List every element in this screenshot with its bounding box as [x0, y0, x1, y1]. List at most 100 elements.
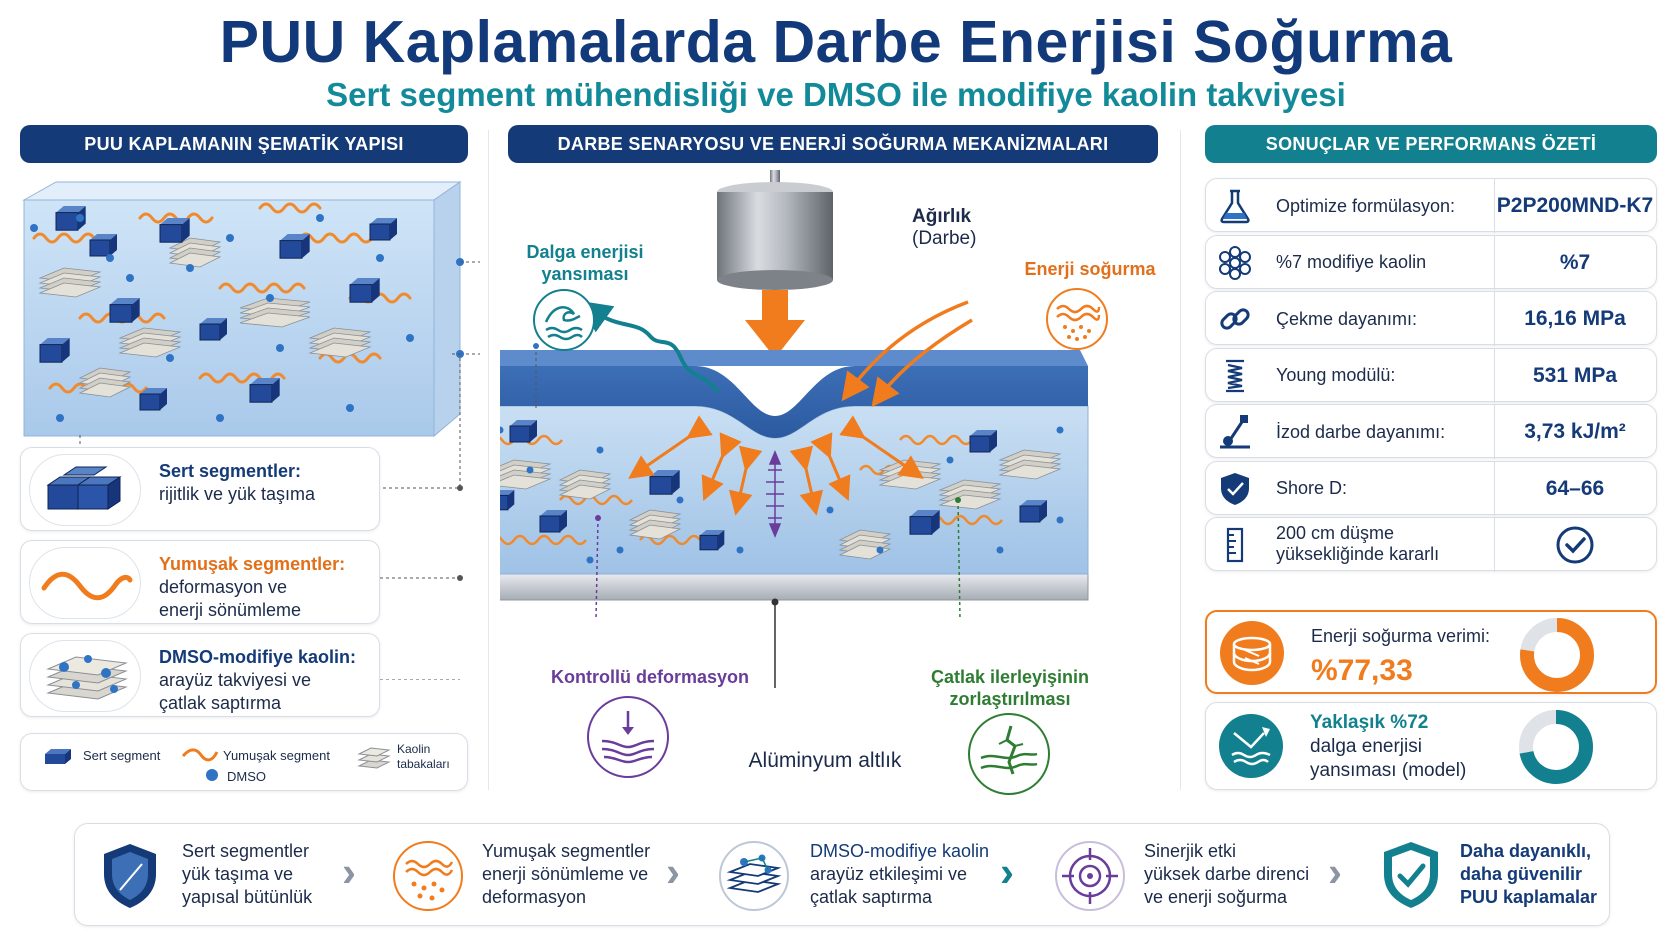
wave-reflection-text: Yaklaşık %72 dalga enerjisi yansıması (m… [1310, 711, 1466, 783]
legend-dmso-swatch [206, 769, 218, 781]
wave-reflection-card: Yaklaşık %72 dalga enerjisi yansıması (m… [1205, 702, 1657, 790]
chevron-right-icon: › [342, 848, 356, 895]
legend-kaolin-line1: Kaolin [397, 742, 431, 756]
footer-item-4-line3: ve enerji soğurma [1144, 887, 1288, 907]
row-divider [1494, 179, 1495, 233]
result-row: İzod darbe dayanımı: 3,73 kJ/m² [1205, 404, 1657, 459]
result-row-label: Shore D: [1276, 462, 1347, 516]
footer-item-1-line3: yapısal bütünlük [182, 887, 313, 907]
energy-absorption-card: Enerji soğurma verimi: %77,33 [1205, 610, 1657, 694]
legend: Sert segment Yumuşak segment DMSO Kaolin… [20, 733, 468, 791]
separator [1180, 130, 1181, 790]
result-row-value: 3,73 kJ/m² [1524, 420, 1626, 443]
result-row-label: Optimize formülasyon: [1276, 179, 1455, 233]
chevron-right-icon: › [1000, 848, 1014, 895]
footer-item-5-line1: Daha dayanıklı, [1460, 841, 1592, 861]
footer-item-5: Daha dayanıklı, daha güvenilir PUU kapla… [1460, 840, 1597, 909]
footer-item-3: DMSO-modifiye kaolin arayüz etkileşimi v… [810, 840, 989, 909]
result-row-label-text: Shore D: [1276, 478, 1348, 498]
footer-item-2-line3: deformasyon [482, 887, 587, 907]
wave-reflection-donut [1519, 710, 1593, 784]
result-row-value: P2P200MND-K7 [1496, 194, 1654, 217]
left-panel-header: PUU KAPLAMANIN ŞEMATİK YAPISI [20, 125, 468, 163]
result-row-value: 16,16 MPa [1524, 307, 1626, 330]
pendulum-icon [1216, 413, 1254, 451]
wave-reflection-value: Yaklaşık %72 [1310, 712, 1429, 733]
soft-segment-card: Yumuşak segmentler: deformasyon ve enerj… [20, 540, 380, 624]
substrate-label: Alüminyum altlık [748, 749, 902, 772]
legend-kaolin-swatch [357, 747, 391, 769]
legend-hard-label: Sert segment [83, 748, 161, 763]
result-row-value: 64–66 [1545, 476, 1605, 500]
impact-scenario-diagram [500, 170, 1089, 688]
result-row: Çekme dayanımı: 16,16 MPa [1205, 291, 1657, 346]
result-row-label-text: %7 modifiye kaolin [1276, 252, 1427, 272]
legend-kaolin-line2: tabakaları [397, 757, 450, 771]
footer-item-1-line2: yük taşıma ve [182, 864, 294, 884]
footer-item-2: Yumuşak segmentler enerji sönümleme ve d… [482, 840, 650, 909]
energy-absorption-donut [1520, 618, 1594, 692]
result-row-value: 531 MPa [1532, 363, 1618, 387]
result-row: %7 modifiye kaolin %7 [1205, 234, 1657, 290]
legend-hard-swatch [45, 749, 71, 764]
wave-reflection-icon [533, 289, 595, 351]
right-panel-header: SONUÇLAR VE PERFORMANS ÖZETİ [1205, 125, 1657, 163]
soft-segment-desc-2: enerji sönümleme [159, 600, 302, 620]
soft-segment-icon [29, 547, 141, 619]
energy-absorb-badge-icon [1220, 621, 1284, 685]
legend-soft-swatch [181, 748, 219, 762]
wave-reflection-desc-2: yansıması (model) [1310, 760, 1467, 781]
connector-lines [79, 435, 81, 445]
footer-item-3-line2: arayüz etkileşimi ve [810, 864, 968, 884]
shield-icon [104, 844, 156, 908]
footer-item-1: Sert segmentler yük taşıma ve yapısal bü… [182, 840, 312, 909]
footer-item-3-line1: DMSO-modifiye kaolin [810, 841, 990, 861]
legend-soft-label: Yumuşak segment [223, 748, 330, 763]
row-divider [1494, 405, 1495, 459]
footer-item-3-line3: çatlak saptırma [810, 887, 933, 907]
kaolin-desc-1: arayüz takviyesi ve [159, 670, 312, 690]
result-row-label-text: 200 cm düşme [1276, 523, 1395, 543]
crack-resistance-icon [968, 713, 1050, 795]
footer-item-4-line1: Sinerjik etki [1144, 841, 1237, 861]
separator [488, 130, 489, 790]
footer-item-4: Sinerjik etki yüksek darbe direnci ve en… [1144, 840, 1309, 909]
controlled-deformation-icon [587, 696, 669, 778]
row-divider [1494, 292, 1495, 346]
middle-panel-header: DARBE SENARYOSU VE ENERJİ SOĞURMA MEKANİ… [508, 125, 1158, 163]
result-row-label: Çekme dayanımı: [1276, 292, 1417, 346]
result-row: Young modülü: 531 MPa [1205, 347, 1657, 403]
kaolin-layers-icon [719, 841, 789, 911]
result-row-value: %7 [1559, 250, 1591, 274]
result-row-label: İzod darbe dayanımı: [1276, 405, 1445, 459]
energy-absorb-label: Enerji soğurma [1024, 259, 1156, 279]
energy-absorb-icon [1046, 288, 1108, 350]
energy-damping-icon [393, 841, 463, 911]
chevron-right-icon: › [666, 848, 680, 895]
weight-label-1: Ağırlık [912, 206, 972, 227]
result-row-label-text-2: yüksekliğinde kararlı [1276, 544, 1440, 564]
crack-resistance-label-2: zorlaştırılması [949, 689, 1071, 709]
check-circle-icon [1495, 518, 1655, 572]
row-divider [1494, 518, 1495, 572]
result-row-label-text: İzod darbe dayanımı: [1276, 421, 1446, 442]
footer-item-1-line1: Sert segmentler [182, 841, 310, 861]
result-row-label-text: Çekme dayanımı: [1276, 308, 1418, 329]
energy-absorption-value: %77,33 [1311, 654, 1413, 687]
weight-label-2: (Darbe) [912, 228, 977, 249]
row-divider [1494, 235, 1495, 290]
page-title: PUU Kaplamalarda Darbe Enerjisi Soğurma [219, 9, 1453, 75]
kaolin-layers-icon [29, 640, 141, 712]
connector-lines [380, 261, 470, 680]
shield-icon [1216, 470, 1254, 508]
check-shield-icon [1384, 842, 1438, 908]
summary-footer [74, 823, 1610, 926]
kaolin-desc-2: çatlak saptırma [159, 693, 282, 713]
kaolin-title: DMSO-modifiye kaolin: [159, 647, 357, 667]
result-row: Shore D: 64–66 [1205, 460, 1657, 516]
weight-label: Ağırlık (Darbe) [912, 206, 976, 250]
result-row-label-text: Young modülü: [1276, 365, 1396, 385]
